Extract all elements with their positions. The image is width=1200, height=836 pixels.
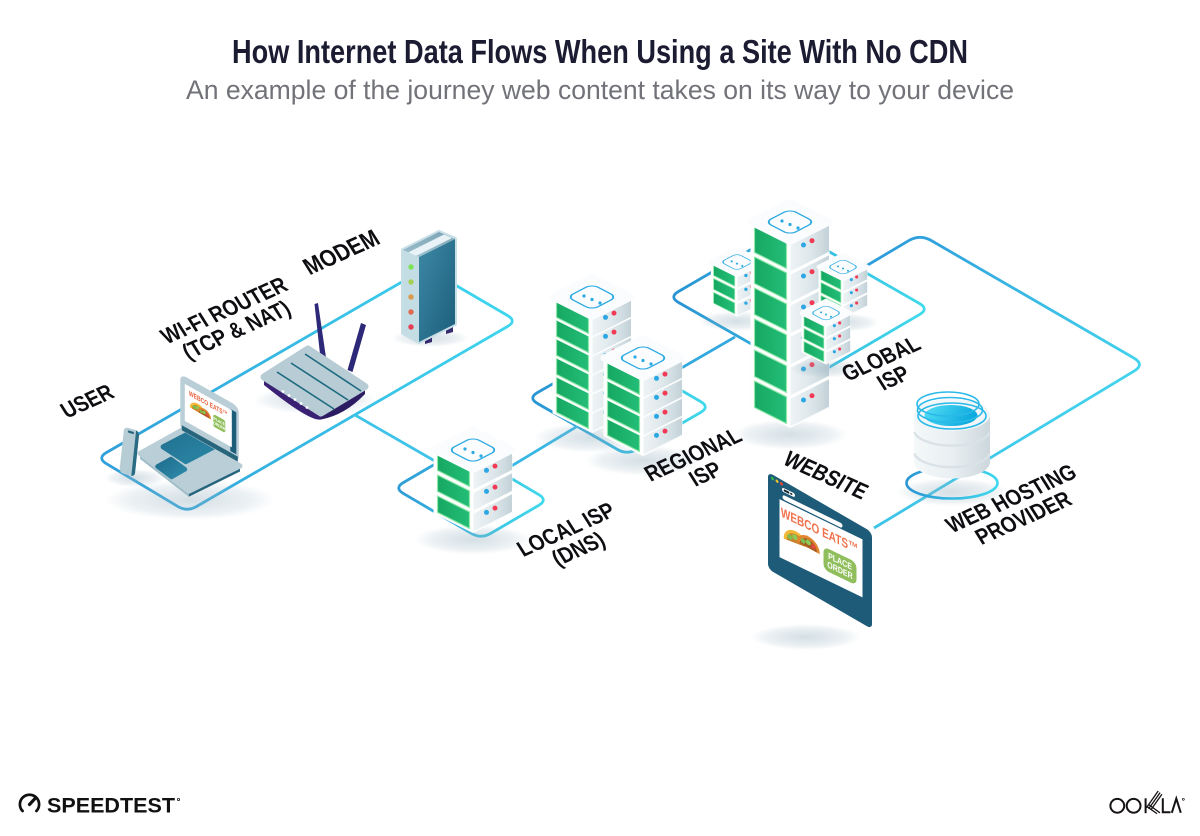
svg-text:SPEEDTEST: SPEEDTEST [47,794,175,818]
svg-text:PLACE: PLACE [214,415,226,427]
svg-text:An example of the journey web: An example of the journey web content ta… [186,75,1014,105]
svg-text:How Internet Data Flows When U: How Internet Data Flows When Using a Sit… [232,33,968,70]
svg-text:MODEM: MODEM [298,225,384,280]
svg-text:USER: USER [56,379,119,423]
